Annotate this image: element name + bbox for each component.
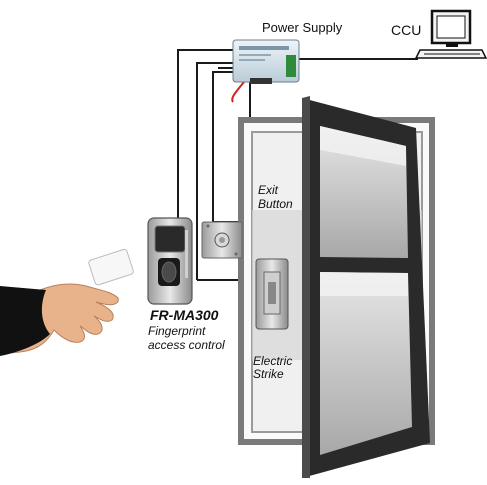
model-label: FR-MA300 [150, 307, 219, 323]
fingerprint-label-line1: Fingerprint [148, 324, 206, 338]
wire-reader-to-power [177, 49, 234, 218]
wire-exit-inner [212, 71, 234, 222]
ccu-computer [414, 9, 487, 59]
electric-strike-label-line1: Electric [253, 354, 293, 368]
power-supply-label: Power Supply [262, 20, 343, 35]
exit-button-device [201, 221, 243, 259]
open-door [302, 96, 430, 478]
exit-button-label-line1: Exit [258, 183, 279, 197]
fingerprint-label-line2: access control [148, 338, 225, 352]
wire-exit-outer [196, 62, 234, 280]
exit-button-label-line2: Button [258, 197, 293, 211]
red-wire [231, 81, 245, 103]
ccu-label: CCU [391, 22, 422, 38]
power-supply-unit [232, 39, 300, 84]
terminal-block [286, 55, 296, 77]
fingerprint-reader-device [147, 217, 193, 305]
hand-with-card [0, 248, 134, 356]
electric-strike [255, 258, 289, 330]
electric-strike-label-line2: Strike [253, 367, 284, 381]
